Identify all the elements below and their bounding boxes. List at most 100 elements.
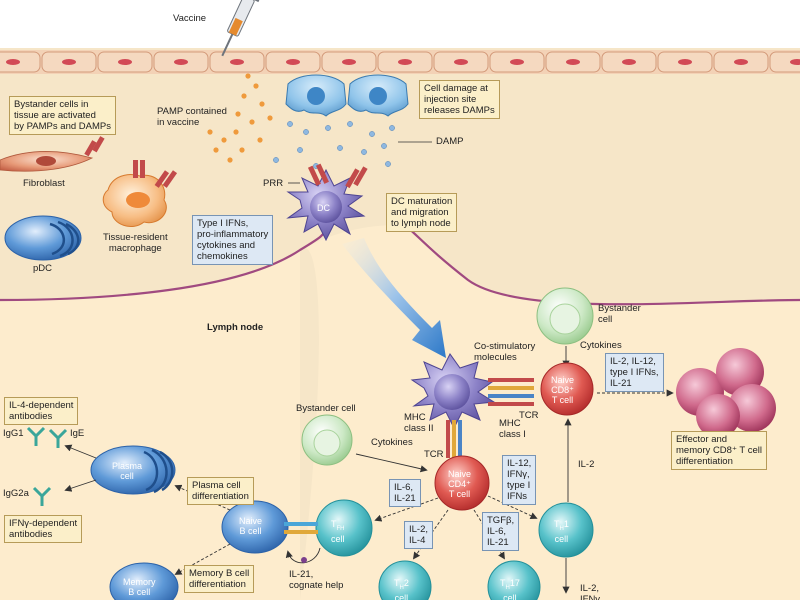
pamp-dot [235,111,241,117]
bystander-cell-top-label: Bystander cell [598,303,641,325]
ifng-antibodies-box: IFNγ-dependent antibodies [4,515,83,543]
epithelial-nucleus [230,59,244,65]
il2-right-label: IL-2 [578,459,595,470]
damp-dot [273,157,279,163]
damp-dot [297,147,303,153]
igg1-antibody-icon [26,426,46,446]
damaged-cell-2 [347,74,409,117]
pamp-dot [259,101,265,107]
pamp-particles [207,73,273,163]
dendritic-cell-tissue [286,168,366,242]
b-cell-receptor-icon [284,522,318,534]
pamp-dot [233,129,239,135]
plasma-cell-label: Plasma cell [112,461,143,481]
th17-cell [487,560,541,600]
damp-dot [337,145,343,151]
naive-cd4-label: Naive CD4⁺ T cell [448,469,472,499]
il-box-cd8: IL-2, IL-12, type I IFNs, IL-21 [605,353,664,392]
epithelial-nucleus [454,59,468,65]
il12-box: IL-12, IFNγ, type I IFNs [502,455,537,505]
fibroblast-label: Fibroblast [23,178,65,189]
il6-il21-box: IL-6, IL-21 [389,479,421,507]
dc-maturation-box: DC maturation and migration to lymph nod… [386,193,458,232]
pamp-dot [253,83,259,89]
memory-b-label: Memory B cell [123,577,156,597]
epithelial-nucleus [398,59,412,65]
fibroblast-prr-icon [84,136,105,157]
pamp-dot [267,115,273,121]
lymph-node-membrane-right [404,224,800,306]
igg2a-antibody-icon [32,486,52,506]
naive-cd8-label: Naive CD8⁺ T cell [551,375,575,405]
cell-damage-box: Cell damage at injection site releases D… [419,80,500,119]
plasma-diff-box: Plasma cell differentiation [187,477,254,505]
dc-label: DC [317,203,330,213]
damp-dot [303,129,309,135]
effector-box: Effector and memory CD8⁺ T cell differen… [671,431,767,470]
il4-antibodies-box: IL-4-dependent antibodies [4,397,79,425]
lymph-node-membrane-left [0,224,330,302]
syringe-icon [221,0,261,57]
bystander-cell-left-label: Bystander cell [296,403,356,414]
th1-label: TH1 cell [554,519,569,544]
macrophage-label: Tissue-resident macrophage [103,232,168,254]
epithelial-cell [769,51,800,73]
epithelial-nucleus [734,59,748,65]
il21-help-label: IL-21, cognate help [289,569,344,591]
naive-b-label: Naive B cell [239,516,263,536]
tfh-cell [315,499,373,557]
tcr-right-label: TCR [519,410,539,421]
damaged-cell-1 [285,74,347,117]
vaccine-label: Vaccine [173,13,207,24]
mhc-class2-label: MHC class II [404,412,434,434]
damp-particles [273,121,395,169]
cytokines-top-label: Cytokines [580,340,622,351]
dendritic-cell-lymph [410,353,496,430]
prr-label: PRR [263,178,284,189]
memory-b-cell [109,562,179,600]
pamp-dot [239,147,245,153]
th17-label: TH17 cell [500,578,520,600]
damp-dot [389,125,395,131]
epithelial-nucleus [342,59,356,65]
tgfb-box: TGFβ, IL-6, IL-21 [482,512,520,551]
naive-b-cell [221,500,289,554]
bystander-tissue-box: Bystander cells in tissue are activated … [9,96,116,135]
naive-cd8-t-cell [540,362,594,416]
epithelial-nucleus [790,59,800,65]
damp-dot [369,131,375,137]
costim-label: Co-stimulatory molecules [474,341,536,363]
th1-cell [538,502,594,558]
pamp-label: PAMP contained in vaccine [157,106,227,128]
pdc-label: pDC [33,263,53,274]
macrophage-prr-icon [133,160,178,188]
pamp-dot [249,119,255,125]
damp-dot [381,143,387,149]
effector-cd8-cell-cluster [676,348,776,438]
epithelial-nucleus [622,59,636,65]
ige-antibody-icon [48,428,68,448]
pdc-cell [4,215,82,261]
epithelial-nucleus [6,59,20,65]
igg2a-label: IgG2a [3,488,29,499]
epithelial-nucleus [678,59,692,65]
th2-cell [378,560,432,600]
epithelial-nucleus [62,59,76,65]
naive-cd4-t-cell [434,455,490,511]
type1-ifn-box: Type I IFNs, pro-inflammatory cytokines … [192,215,274,265]
damp-dot [385,161,391,167]
pamp-dot [227,157,233,163]
damp-dot [325,125,331,131]
pamp-dot [221,137,227,143]
pamp-dot [207,129,213,135]
ige-label: IgE [70,428,85,439]
mhc-class1-label: MHC class I [499,418,526,440]
epithelial-nucleus [286,59,300,65]
epithelial-nucleus [174,59,188,65]
epithelial-nucleus [118,59,132,65]
mhc-class-ii-tcr-icon [446,420,462,458]
pamp-dot [241,93,247,99]
migration-arrow [342,238,446,358]
il2-ifng-label: IL-2, IFNγ [580,583,601,600]
